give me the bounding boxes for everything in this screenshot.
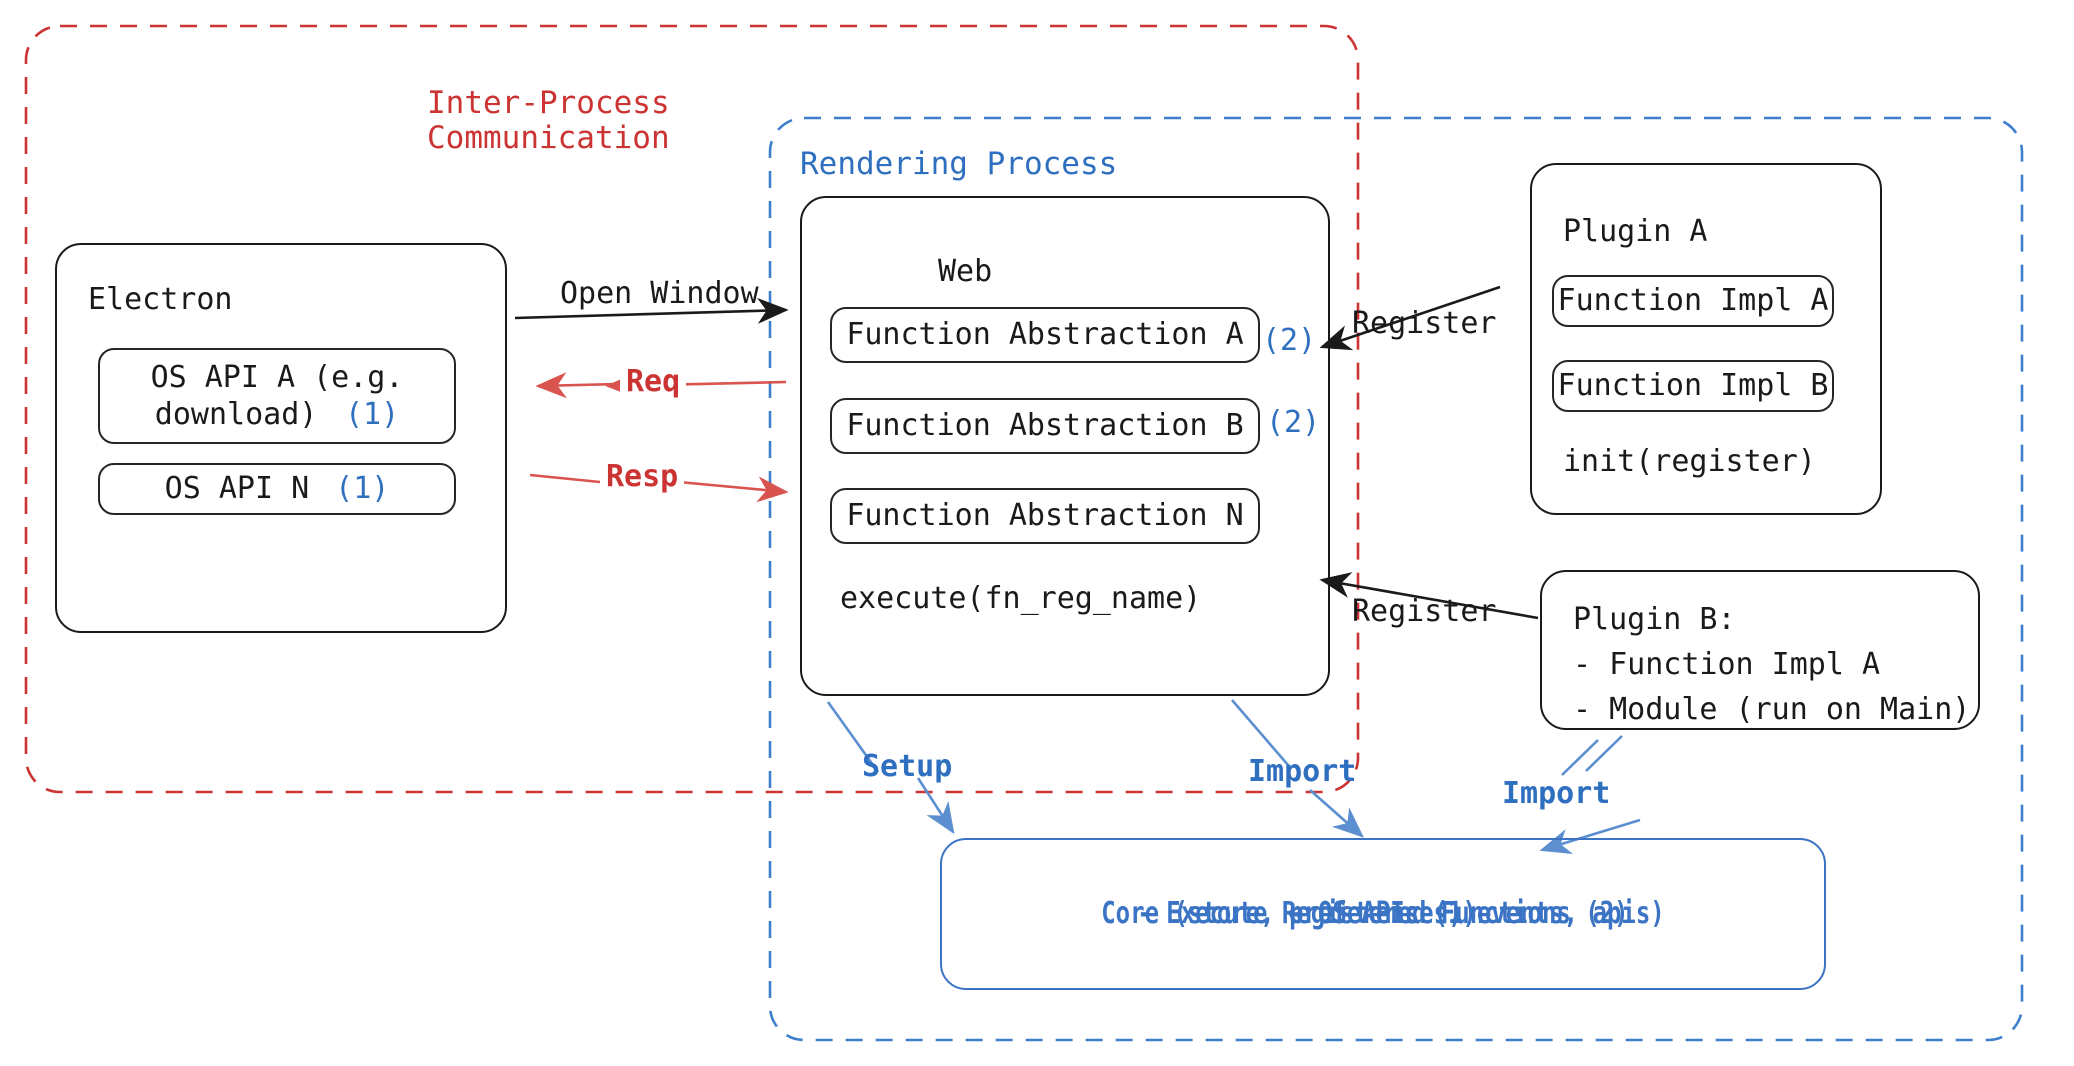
web-box[interactable] [800, 196, 1330, 696]
plugin-b-item-0: - Function Impl A [1573, 647, 1881, 682]
web-execute-label: execute(fn_reg_name) [840, 581, 1202, 616]
function-abstraction-n-label: Function Abstraction N [846, 498, 1244, 534]
os-api-a-tag: (1) [345, 397, 400, 432]
edge-setup-label: Setup [862, 749, 953, 784]
os-api-n-tag: (1) [335, 471, 390, 507]
edge-req-label: Req [620, 363, 687, 401]
edge-register-a-label: Register [1352, 306, 1497, 341]
os-api-a-box[interactable]: OS API A (e.g. download) (1) [98, 348, 456, 444]
plugin-b-item-1: - Module (run on Main) [1573, 692, 1971, 727]
function-abstraction-a-box[interactable]: Function Abstraction A [830, 307, 1260, 363]
plugin-a-impl-a-box[interactable]: Function Impl A [1552, 275, 1834, 327]
edge-import-right-label: Import [1502, 776, 1611, 811]
edge-open-window-label: Open Window [560, 276, 759, 311]
rendering-process-label: Rendering Process [800, 146, 1118, 182]
electron-box[interactable] [55, 243, 507, 633]
core-line-1: Core (store, preferences, events, apis) [1101, 896, 1665, 932]
ipc-label-line2: Communication [427, 120, 670, 156]
plugin-a-box[interactable] [1530, 163, 1882, 515]
core-line-2: - OS APIs (1) [1289, 896, 1477, 932]
os-api-n-label: OS API N [164, 471, 310, 507]
core-line-3: - Execute Registered Functions (2) [1137, 896, 1629, 932]
core-box[interactable]: Core (store, preferences, events, apis) … [940, 838, 1826, 990]
plugin-a-impl-b-box[interactable]: Function Impl B [1552, 360, 1834, 412]
plugin-b-box[interactable] [1540, 570, 1980, 730]
function-abstraction-b-box[interactable]: Function Abstraction B [830, 398, 1260, 454]
function-abstraction-n-box[interactable]: Function Abstraction N [830, 488, 1260, 544]
plugin-a-impl-b-label: Function Impl B [1557, 368, 1829, 404]
os-api-n-box[interactable]: OS API N (1) [98, 463, 456, 515]
function-abstraction-a-label: Function Abstraction A [846, 317, 1244, 353]
electron-title: Electron [88, 282, 233, 317]
function-abstraction-a-tag: (2) [1262, 323, 1317, 358]
os-api-a-line2: download) [154, 397, 318, 432]
ipc-label-line1: Inter-Process [427, 85, 670, 121]
web-title: Web [938, 254, 993, 289]
edge-register-b-label: Register [1352, 594, 1497, 629]
plugin-b-title: Plugin B: [1573, 602, 1736, 637]
plugin-a-title: Plugin A [1563, 214, 1708, 249]
edge-resp-label: Resp [600, 458, 685, 496]
plugin-a-impl-a-label: Function Impl A [1557, 283, 1829, 319]
os-api-a-line1: OS API A (e.g. [150, 359, 404, 395]
function-abstraction-b-tag: (2) [1266, 405, 1321, 440]
plugin-a-init-label: init(register) [1563, 444, 1816, 479]
function-abstraction-b-label: Function Abstraction B [846, 408, 1244, 444]
edge-import-left-label: Import [1248, 754, 1357, 789]
